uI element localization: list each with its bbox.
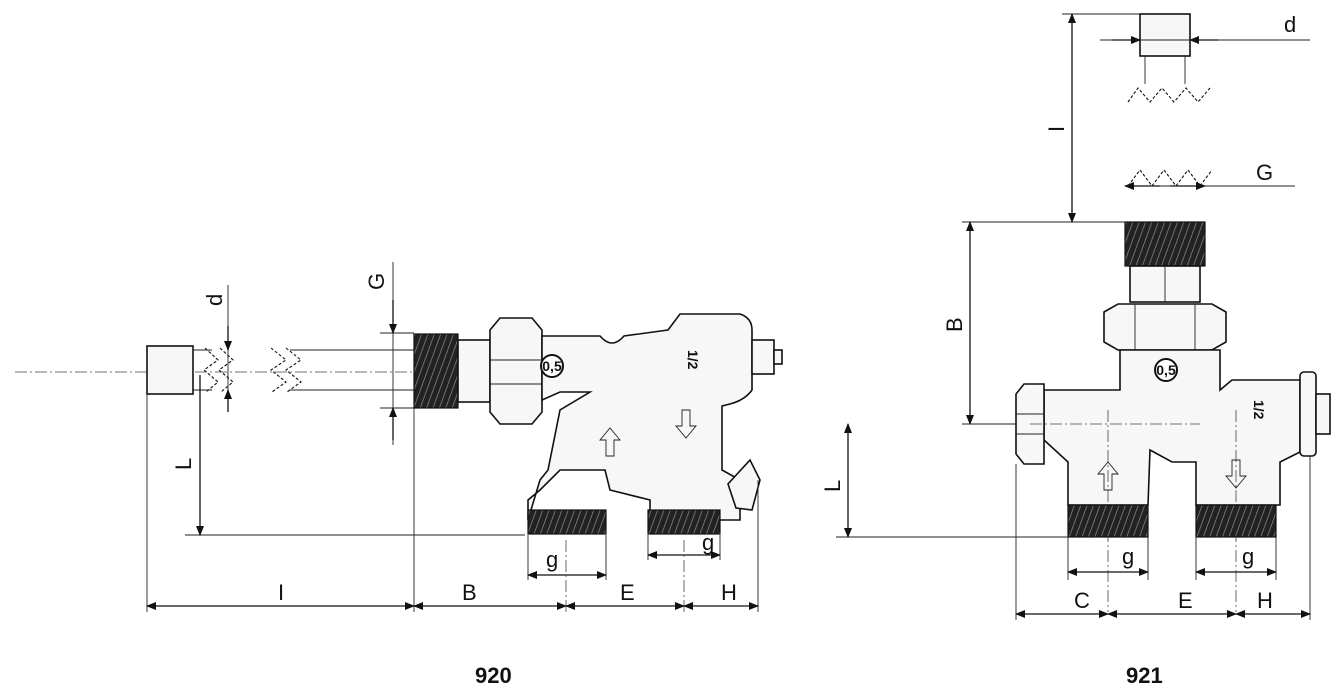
union-nut-921 bbox=[1103, 303, 1227, 351]
flow-down-arrow-921 bbox=[1225, 459, 1247, 489]
dim-G-921: G bbox=[1256, 160, 1273, 185]
dim-I-920: I bbox=[278, 580, 284, 605]
dim-E-920: E bbox=[620, 580, 635, 605]
dim-L-920: L bbox=[171, 458, 196, 470]
thread-left-920 bbox=[527, 509, 607, 535]
dim-H-921: H bbox=[1257, 588, 1273, 613]
thread-right-921 bbox=[1195, 504, 1277, 538]
dim-d-921: d bbox=[1284, 12, 1296, 37]
dim-d-920: d bbox=[202, 294, 227, 306]
dim-E-921: E bbox=[1178, 588, 1193, 613]
union-nut-920 bbox=[489, 317, 543, 425]
pipe-end-920 bbox=[146, 345, 194, 395]
dim-I-921: I bbox=[1044, 126, 1069, 132]
drain-cap-920 bbox=[727, 458, 761, 511]
thread-left-921 bbox=[1067, 504, 1149, 538]
dim-g2-921: g bbox=[1242, 544, 1254, 569]
dim-G-920: G bbox=[364, 273, 389, 290]
figure-920: d G L 0,5 1/2 bbox=[15, 262, 783, 612]
dim-g1-920: g bbox=[546, 547, 558, 572]
tail-thread-921 bbox=[1124, 221, 1206, 267]
pipe-end-921 bbox=[1139, 13, 1191, 57]
figure-label-920: 920 bbox=[475, 663, 512, 688]
dim-g2-920: g bbox=[702, 530, 714, 555]
tail-thread-920 bbox=[413, 333, 459, 409]
badge-920: 0,5 bbox=[542, 358, 562, 374]
figure-921: d I G B bbox=[820, 12, 1331, 620]
flow-up-arrow-921 bbox=[1097, 461, 1119, 491]
flow-down-arrow-920 bbox=[675, 409, 697, 439]
dim-B-920: B bbox=[462, 580, 477, 605]
figure-label-921: 921 bbox=[1126, 663, 1163, 688]
marking-921: 1/2 bbox=[1251, 400, 1267, 420]
flow-up-arrow-920 bbox=[599, 427, 621, 457]
badge-921: 0,5 bbox=[1156, 362, 1176, 378]
valve-body-920 bbox=[527, 313, 753, 521]
dim-H-920: H bbox=[721, 580, 737, 605]
dim-L-921: L bbox=[820, 480, 845, 492]
dim-C-921: C bbox=[1074, 588, 1090, 613]
dim-B-921: B bbox=[942, 317, 967, 332]
thread-right-920 bbox=[647, 509, 721, 535]
marking-920: 1/2 bbox=[685, 350, 701, 370]
dim-g1-921: g bbox=[1122, 544, 1134, 569]
